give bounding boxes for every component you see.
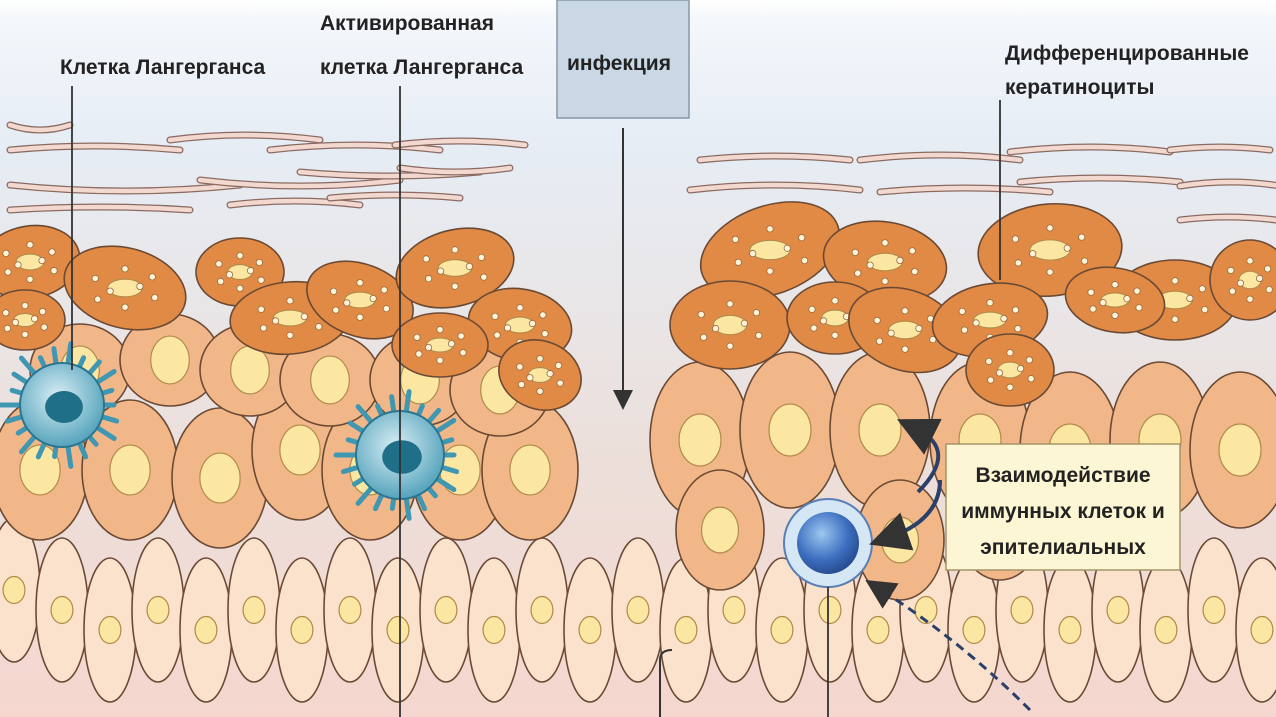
keratinocyte-cell — [756, 558, 808, 702]
keratinocyte-cell — [1188, 538, 1240, 682]
keratinocyte-cell — [228, 538, 280, 682]
keratinocyte-cell — [740, 352, 840, 508]
keratinocyte-cell — [468, 558, 520, 702]
differentiated-label-line1: Дифференцированные — [1005, 42, 1249, 65]
keratinocyte-cell — [392, 313, 488, 377]
keratinocyte-cell — [132, 538, 184, 682]
activated-label-line2: клетка Лангерганса — [320, 56, 523, 79]
stratum-corneum — [10, 125, 1276, 220]
keratinocyte-cell — [372, 558, 424, 702]
keratinocyte-cell — [676, 470, 764, 590]
langerhans-cell-label: Клетка Лангерганса — [60, 56, 266, 79]
keratinocyte-cell — [966, 334, 1054, 406]
keratinocyte-cell — [612, 538, 664, 682]
keratinocyte-cell — [276, 558, 328, 702]
activated-label-line1: Активированная — [320, 12, 494, 35]
keratinocyte-cell — [84, 558, 136, 702]
interaction-label-line3: эпителиальных — [980, 536, 1146, 559]
interaction-box: Взаимодействие иммунных клеток и эпители… — [946, 444, 1180, 570]
keratinocyte-cell — [516, 538, 568, 682]
keratinocyte-cell — [324, 538, 376, 682]
keratinocyte-cell — [36, 538, 88, 682]
keratinocyte-cell — [1190, 372, 1276, 528]
keratinocyte-cell — [1044, 558, 1096, 702]
keratinocyte-cell — [1236, 558, 1276, 702]
differentiated-label-line2: кератиноциты — [1005, 76, 1154, 99]
interaction-label-line2: иммунных клеток и — [961, 500, 1165, 523]
keratinocyte-cell — [670, 281, 790, 369]
infection-box: инфекция — [557, 0, 689, 118]
keratinocyte-cell — [564, 558, 616, 702]
interaction-label-line1: Взаимодействие — [975, 464, 1150, 487]
keratinocyte-layers — [0, 184, 1276, 702]
keratinocyte-cell — [1140, 558, 1192, 702]
infection-label: инфекция — [567, 52, 671, 75]
keratinocyte-cell — [420, 538, 472, 682]
immune-cell-icon — [784, 499, 872, 587]
keratinocyte-cell — [180, 558, 232, 702]
